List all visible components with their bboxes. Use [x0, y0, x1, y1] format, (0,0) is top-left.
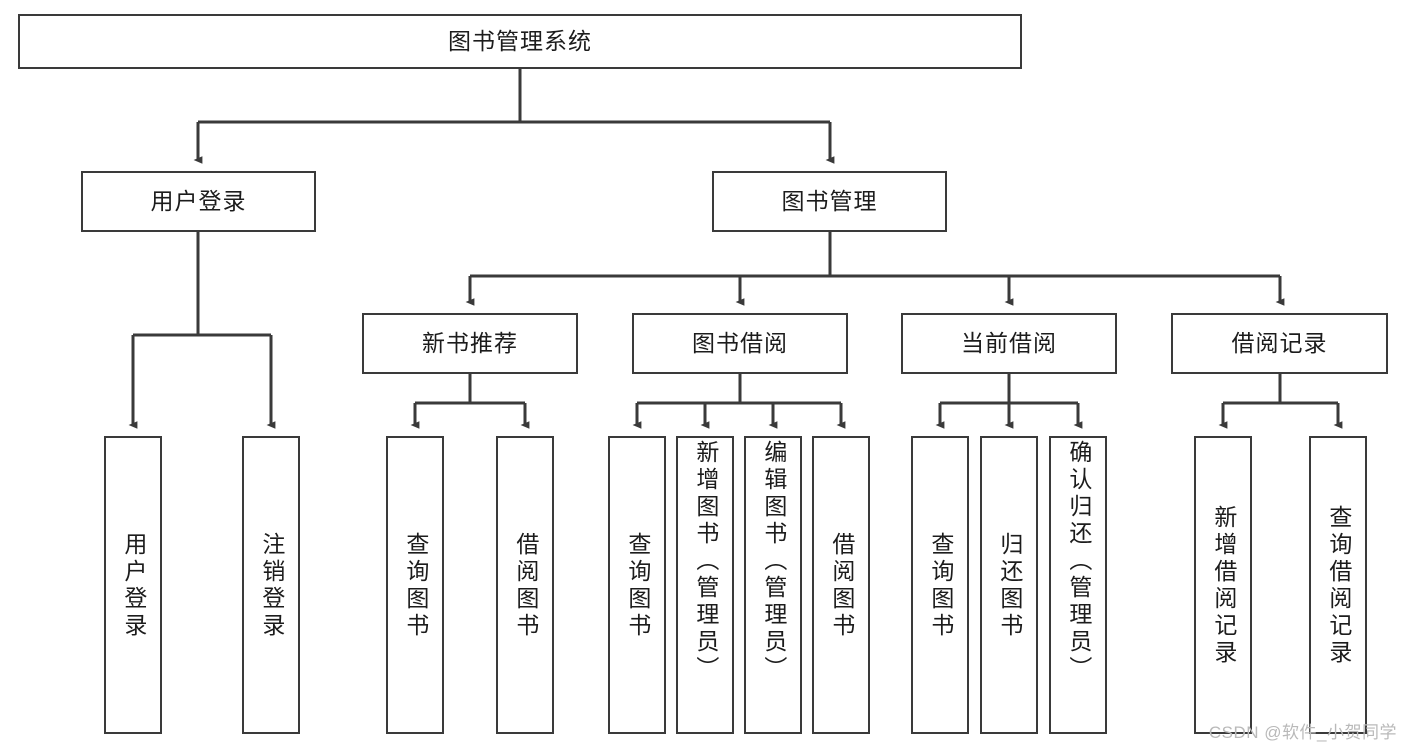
leaf-logout-login[interactable]: 注销登录 — [242, 436, 300, 734]
csdn-watermark: CSDN @软件_小贺同学 — [1208, 723, 1397, 742]
node-label: 借阅图书 — [512, 532, 539, 640]
leaf-borrow-book[interactable]: 借阅图书 — [812, 436, 870, 734]
node-label: 注销登录 — [258, 532, 285, 640]
node-label: 新书推荐 — [422, 329, 518, 356]
node-book-management[interactable]: 图书管理 — [712, 171, 947, 232]
node-label: 新增借阅记录 — [1210, 505, 1237, 667]
node-current-borrow[interactable]: 当前借阅 — [901, 313, 1117, 374]
leaf-query-borrow-record[interactable]: 查询借阅记录 — [1309, 436, 1367, 734]
leaf-query-book-borrow[interactable]: 查询图书 — [608, 436, 666, 734]
leaf-add-borrow-record[interactable]: 新增借阅记录 — [1194, 436, 1252, 734]
leaf-user-login[interactable]: 用户登录 — [104, 436, 162, 734]
node-label: 确认归还（管理员） — [1065, 440, 1092, 683]
leaf-edit-book-admin[interactable]: 编辑图书（管理员） — [744, 436, 802, 734]
node-label: 编辑图书（管理员） — [760, 440, 787, 683]
node-book-borrow[interactable]: 图书借阅 — [632, 313, 848, 374]
node-label: 查询借阅记录 — [1325, 505, 1352, 667]
node-label: 借阅图书 — [828, 532, 855, 640]
leaf-return-book[interactable]: 归还图书 — [980, 436, 1038, 734]
node-root-book-management-system[interactable]: 图书管理系统 — [18, 14, 1022, 69]
node-label: 查询图书 — [624, 532, 651, 640]
leaf-add-book-admin[interactable]: 新增图书（管理员） — [676, 436, 734, 734]
leaf-confirm-return-admin[interactable]: 确认归还（管理员） — [1049, 436, 1107, 734]
node-user-login[interactable]: 用户登录 — [81, 171, 316, 232]
leaf-query-book-recommend[interactable]: 查询图书 — [386, 436, 444, 734]
node-label: 图书借阅 — [692, 329, 788, 356]
node-label: 归还图书 — [996, 532, 1023, 640]
node-label: 用户登录 — [120, 532, 147, 640]
node-label: 图书管理系统 — [448, 27, 592, 54]
node-borrow-record[interactable]: 借阅记录 — [1171, 313, 1388, 374]
node-label: 图书管理 — [781, 187, 878, 214]
leaf-borrow-book-recommend[interactable]: 借阅图书 — [496, 436, 554, 734]
node-label: 查询图书 — [402, 532, 429, 640]
node-label: 借阅记录 — [1231, 329, 1328, 356]
leaf-query-book-current[interactable]: 查询图书 — [911, 436, 969, 734]
node-label: 当前借阅 — [961, 329, 1057, 356]
node-label: 新增图书（管理员） — [692, 440, 719, 683]
node-label: 查询图书 — [927, 532, 954, 640]
node-label: 用户登录 — [150, 187, 247, 214]
node-new-book-recommend[interactable]: 新书推荐 — [362, 313, 578, 374]
